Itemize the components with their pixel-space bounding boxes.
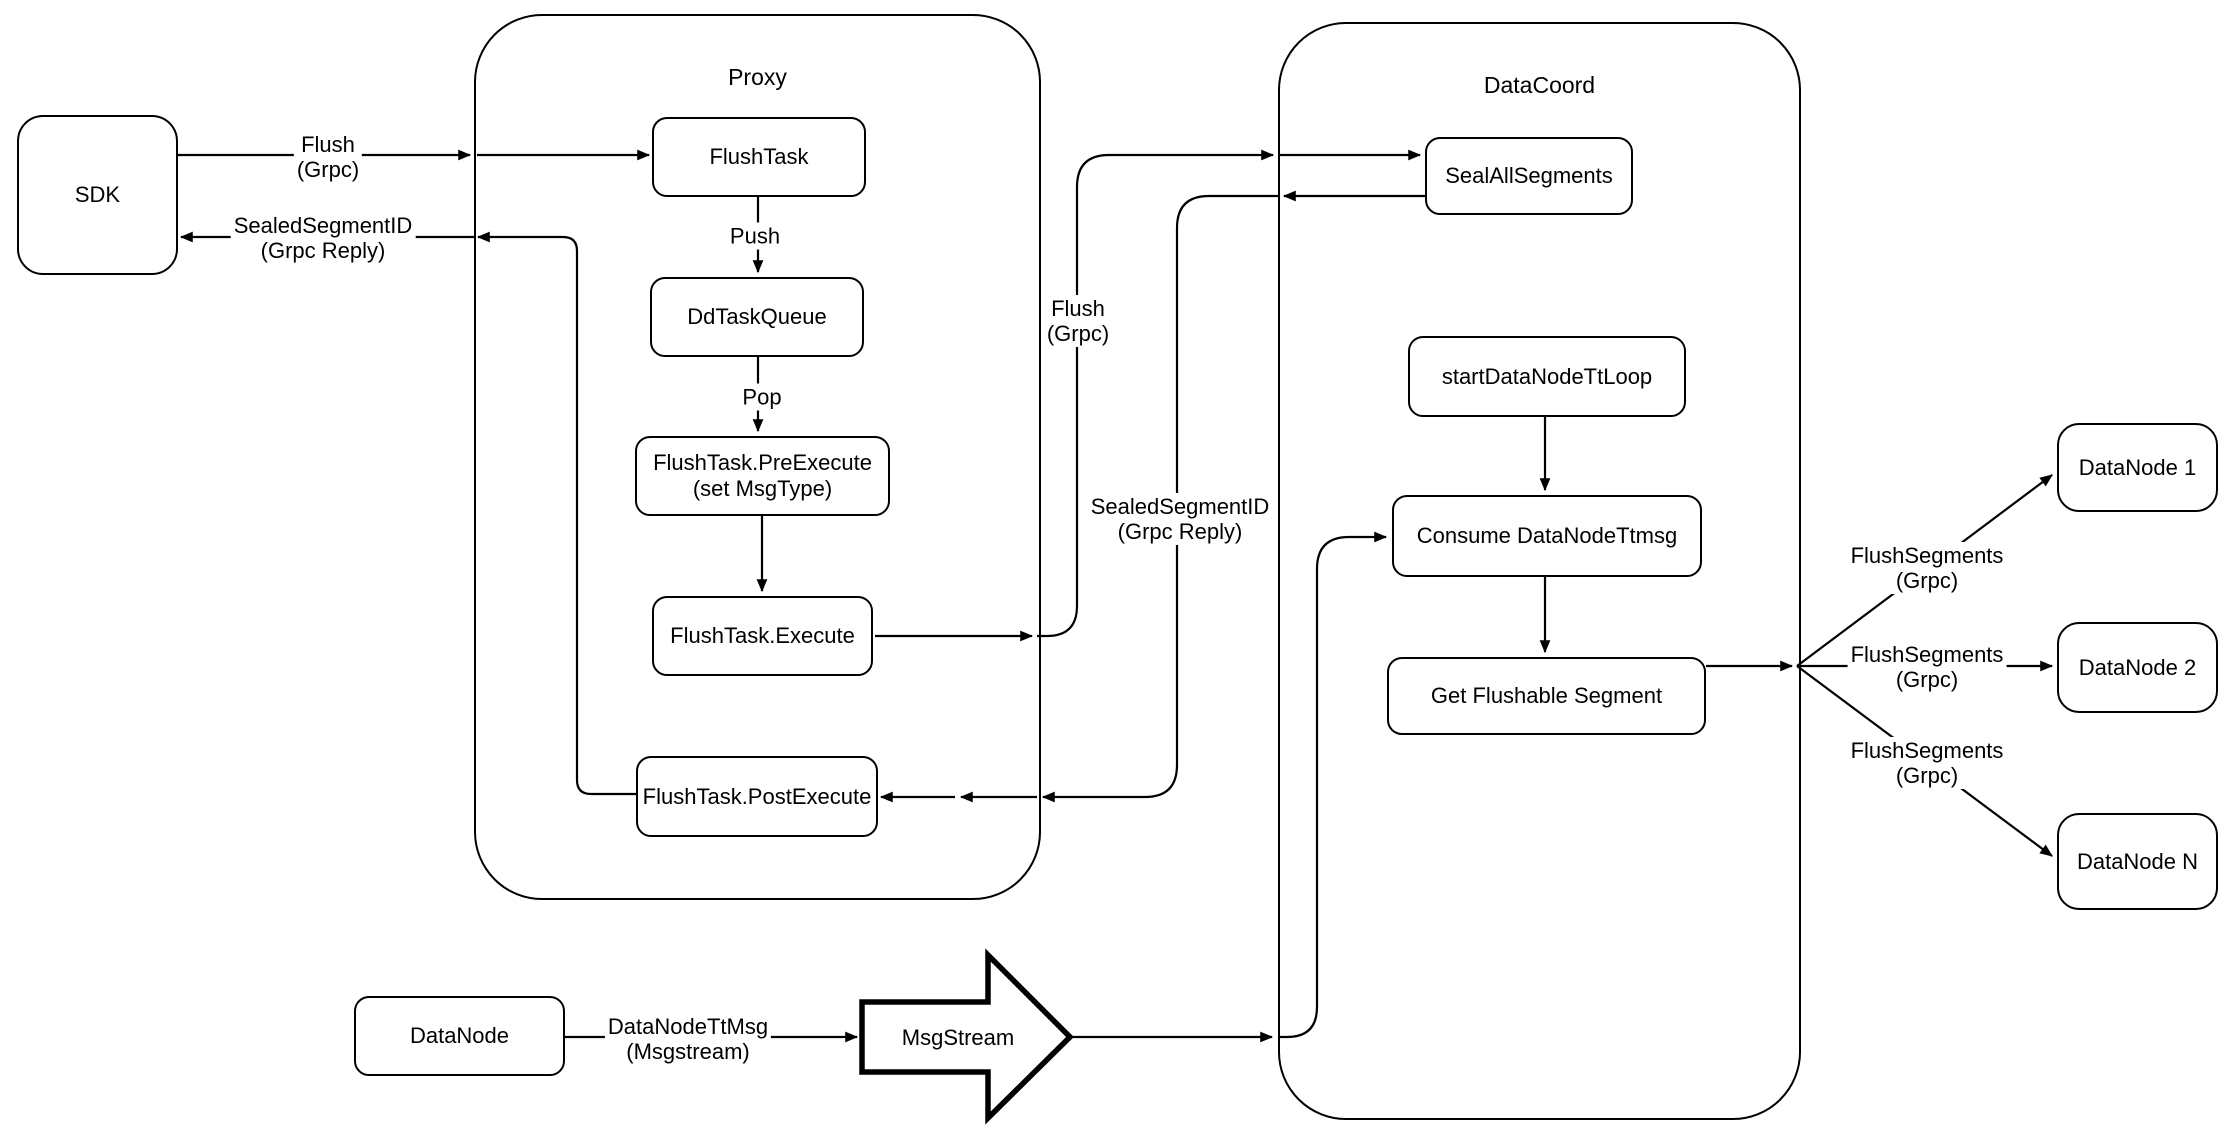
node-preexecute-line1: FlushTask.PreExecute [653,450,872,475]
label-datanodettmsg: DataNodeTtMsg (Msgstream) [604,1013,772,1065]
node-sdk: SDK [17,115,178,275]
label-flushsegments-2: FlushSegments (Grpc) [1847,641,2007,693]
label-flushsegments-3: FlushSegments (Grpc) [1847,737,2007,789]
node-datanode-n: DataNode N [2057,813,2218,910]
node-ddtaskqueue: DdTaskQueue [650,277,864,357]
node-getflushablesegment: Get Flushable Segment [1387,657,1706,735]
label-sealedsegmentid-sdk: SealedSegmentID (Grpc Reply) [230,212,416,264]
node-consumedatanodettmsg: Consume DataNodeTtmsg [1392,495,1702,577]
msgstream-arrow-shape [859,948,1074,1125]
label-flush-grpc-sdk: Flush (Grpc) [293,131,363,183]
proxy-title: Proxy [728,64,787,90]
node-datanode-2: DataNode 2 [2057,622,2218,713]
msgstream-label: MsgStream [901,1025,1015,1050]
label-flush-grpc-datacoord: Flush (Grpc) [1043,295,1113,347]
label-push: Push [726,222,784,250]
edge-proxy-to-datacoord-flush [1037,149,1275,638]
datacoord-title: DataCoord [1483,72,1596,98]
datacoord-container: DataCoord [1278,22,1801,1120]
node-flushtask: FlushTask [652,117,866,197]
proxy-container: Proxy [474,14,1041,900]
node-datanode-1: DataNode 1 [2057,423,2218,512]
edge-postexecute-to-proxyedge [476,231,636,796]
edge-datacoordedge-to-consume [1278,531,1388,1039]
node-sealallsegments: SealAllSegments [1425,137,1633,215]
node-postexecute: FlushTask.PostExecute [636,756,878,837]
label-flushsegments-1: FlushSegments (Grpc) [1847,542,2007,594]
node-startdatanodettloop: startDataNodeTtLoop [1408,336,1686,417]
node-preexecute: FlushTask.PreExecute (set MsgType) [635,436,890,516]
label-sealedsegmentid-datacoord: SealedSegmentID (Grpc Reply) [1087,493,1273,545]
label-pop: Pop [739,383,785,411]
node-datanode-bottom: DataNode [354,996,565,1076]
node-execute: FlushTask.Execute [652,596,873,676]
node-preexecute-line2: (set MsgType) [692,476,833,501]
